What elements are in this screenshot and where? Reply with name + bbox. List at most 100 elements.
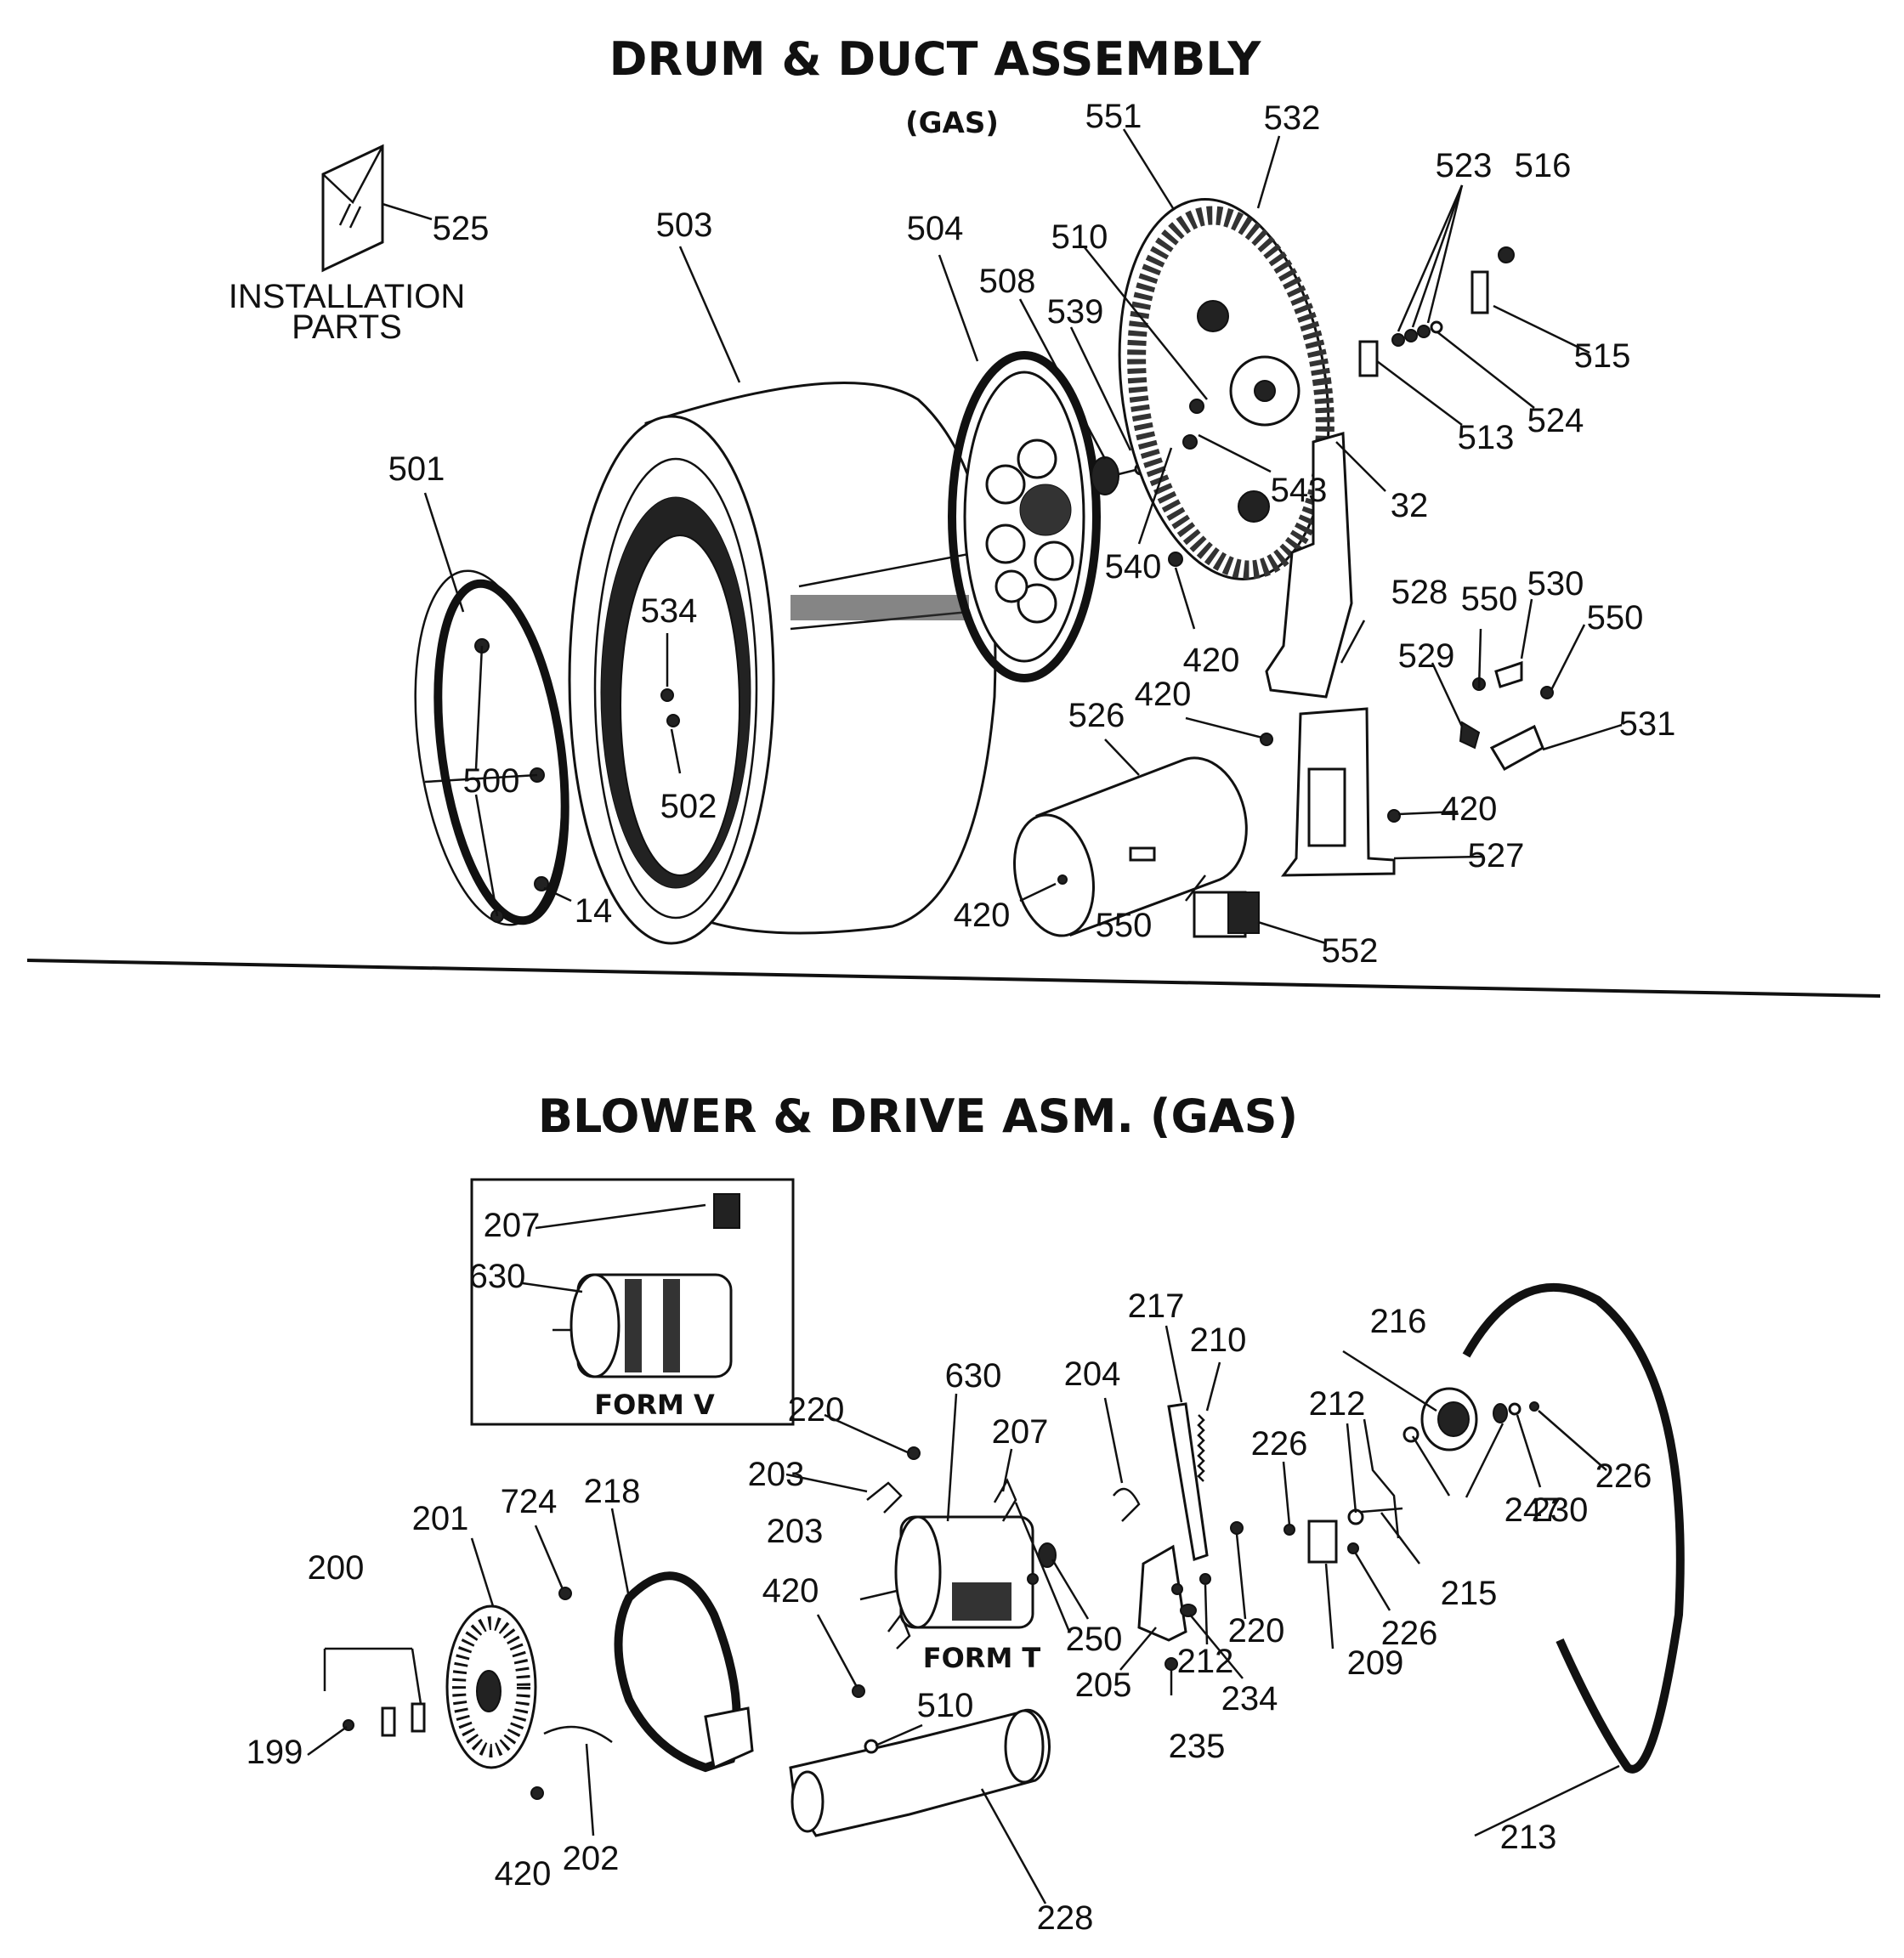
drive-belt: [1462, 1283, 1685, 1774]
form-v-motor: [552, 1193, 740, 1378]
drum-callout-532: 532: [1264, 99, 1321, 137]
blower-callout-235: 235: [1169, 1728, 1226, 1765]
blower-callout-234: 234: [1221, 1680, 1278, 1717]
blower-callout-205: 205: [1075, 1667, 1132, 1704]
blower-callout-210: 210: [1190, 1321, 1247, 1359]
drum-callout-516: 516: [1515, 147, 1572, 184]
blower-callout-420: 420: [495, 1855, 552, 1893]
blower-leader-lines: [307, 1203, 1620, 1904]
drum-callout-515: 515: [1574, 337, 1631, 375]
installation-parts-label-2: PARTS: [292, 308, 402, 346]
drum-callout-550: 550: [1587, 599, 1644, 637]
drum-callout-420: 420: [1183, 642, 1240, 679]
blower-callout-250: 250: [1066, 1621, 1123, 1658]
form-t-label: FORM T: [923, 1642, 1041, 1674]
blower-callout-209: 209: [1347, 1644, 1404, 1682]
drum-callout-500: 500: [463, 762, 520, 800]
drum-callout-508: 508: [979, 263, 1036, 300]
drum-callout-420: 420: [1135, 676, 1192, 713]
drum-rear-plate: [948, 351, 1101, 682]
drum-callout-531: 531: [1619, 705, 1676, 743]
gas-valve-parts: [1260, 660, 1554, 823]
blower-callout-207: 207: [484, 1207, 541, 1244]
drum-callout-523: 523: [1436, 147, 1493, 184]
blower-wheel: [445, 1604, 537, 1769]
bearing-parts-523-516: [1358, 246, 1515, 377]
blower-callout-218: 218: [584, 1473, 641, 1510]
drum-callout-551: 551: [1085, 98, 1142, 135]
drive-motor-form-t: [859, 1515, 1039, 1629]
blower-callout-213: 213: [1500, 1819, 1557, 1856]
form-v-inset-box: [470, 1178, 795, 1426]
drum-callout-32: 32: [1391, 487, 1429, 524]
drum-callout-528: 528: [1391, 574, 1448, 611]
drum-callout-513: 513: [1458, 419, 1515, 456]
drum-callout-534: 534: [641, 592, 698, 630]
drum-callout-420: 420: [954, 897, 1011, 934]
blower-callout-220: 220: [788, 1391, 845, 1429]
blower-section-title: BLOWER & DRIVE ASM. (GAS): [538, 1089, 1298, 1143]
drum-callout-14: 14: [575, 892, 613, 930]
blower-callout-217: 217: [1128, 1287, 1185, 1325]
blower-callout-212: 212: [1177, 1643, 1234, 1680]
blower-callout-630: 630: [945, 1357, 1002, 1395]
heater-bracket: [1265, 432, 1396, 877]
exhaust-duct: [789, 1708, 1051, 1837]
idler-arm-assembly: [1113, 1402, 1244, 1695]
drum-callout-539: 539: [1047, 293, 1104, 331]
blower-callout-204: 204: [1064, 1355, 1121, 1393]
front-bulkhead-ring: [414, 569, 570, 926]
drum-callout-526: 526: [1068, 697, 1125, 734]
blower-callout-200: 200: [308, 1549, 365, 1587]
drum-section-title: DRUM & DUCT ASSEMBLY: [609, 32, 1262, 86]
drum-callout-543: 543: [1271, 472, 1328, 509]
blower-callout-230: 230: [1532, 1491, 1589, 1529]
drum-callout-552: 552: [1322, 932, 1379, 970]
blower-callout-199: 199: [246, 1734, 303, 1771]
drum-callout-550: 550: [1461, 580, 1518, 618]
drum-callout-502: 502: [660, 788, 717, 825]
form-v-label: FORM V: [594, 1389, 715, 1421]
blower-callout-202: 202: [563, 1840, 620, 1877]
blower-callout-226: 226: [1381, 1615, 1438, 1652]
dryer-drum: [568, 382, 997, 945]
drum-callout-510: 510: [1051, 218, 1108, 256]
blower-callout-212: 212: [1309, 1385, 1366, 1423]
blower-callout-203: 203: [748, 1456, 805, 1493]
installation-parts-envelope-icon: [321, 144, 384, 273]
drum-section-subtitle: (GAS): [905, 106, 999, 140]
blower-callout-724: 724: [501, 1483, 558, 1520]
installation-parts-label-1: INSTALLATION: [229, 278, 466, 315]
drum-callout-540: 540: [1105, 548, 1162, 586]
blower-callout-228: 228: [1037, 1899, 1094, 1937]
drum-callout-525: 525: [433, 210, 490, 247]
drive-small-parts: [343, 1446, 1057, 1800]
blower-callout-226: 226: [1595, 1457, 1652, 1495]
drum-callout-501: 501: [388, 450, 445, 488]
blower-callout-420: 420: [762, 1572, 819, 1610]
blower-callout-207: 207: [992, 1413, 1049, 1451]
blower-callout-220: 220: [1228, 1612, 1285, 1650]
blower-housing: [614, 1571, 754, 1773]
drum-callout-504: 504: [907, 210, 964, 247]
blower-callout-203: 203: [767, 1513, 824, 1550]
igniter: [1193, 891, 1260, 938]
drum-callout-524: 524: [1527, 402, 1584, 439]
drum-callout-550: 550: [1096, 907, 1153, 944]
blower-callout-226: 226: [1251, 1425, 1308, 1463]
drum-callout-420: 420: [1441, 790, 1498, 828]
drum-leader-lines: [382, 128, 1623, 945]
blower-callout-510: 510: [917, 1687, 974, 1724]
drum-callout-529: 529: [1398, 637, 1455, 675]
blower-callout-247: 247: [1504, 1491, 1561, 1529]
blower-callout-630: 630: [469, 1258, 526, 1295]
blower-callout-216: 216: [1370, 1303, 1427, 1340]
blower-callout-201: 201: [412, 1500, 469, 1537]
section-divider: [26, 959, 1881, 998]
burner-tube: [1013, 756, 1248, 937]
drum-callout-530: 530: [1527, 565, 1584, 603]
